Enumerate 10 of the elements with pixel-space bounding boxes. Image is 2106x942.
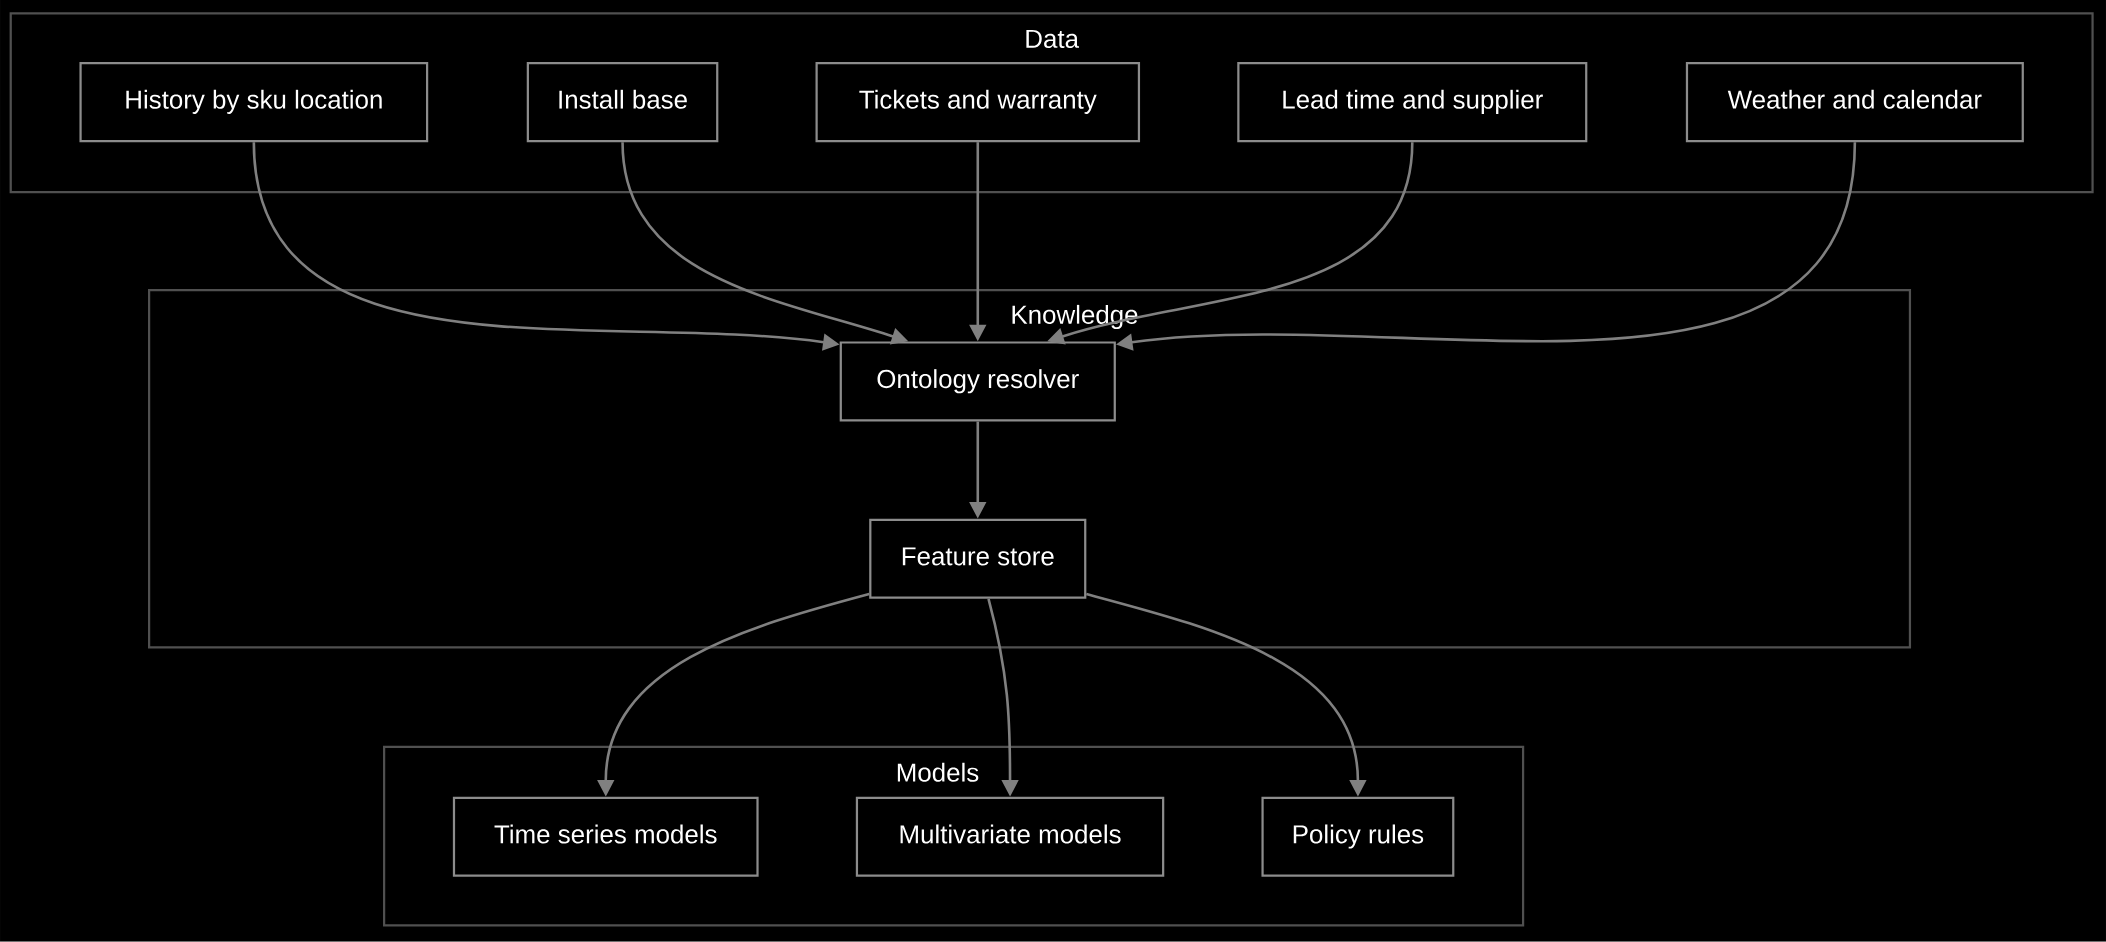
process-box: Weather and calendar — [1685, 62, 2024, 143]
process-box: Policy rules — [1261, 796, 1455, 877]
process-box: Install base — [526, 62, 719, 143]
process-box: History by sku location — [79, 62, 429, 143]
process-box: Tickets and warranty — [815, 62, 1141, 143]
process-box: Time series models — [452, 796, 759, 877]
process-box: Lead time and supplier — [1237, 62, 1588, 143]
process-box: Multivariate models — [855, 796, 1165, 877]
process-box: Ontology resolver — [839, 341, 1116, 422]
process-box: Feature store — [869, 518, 1087, 599]
